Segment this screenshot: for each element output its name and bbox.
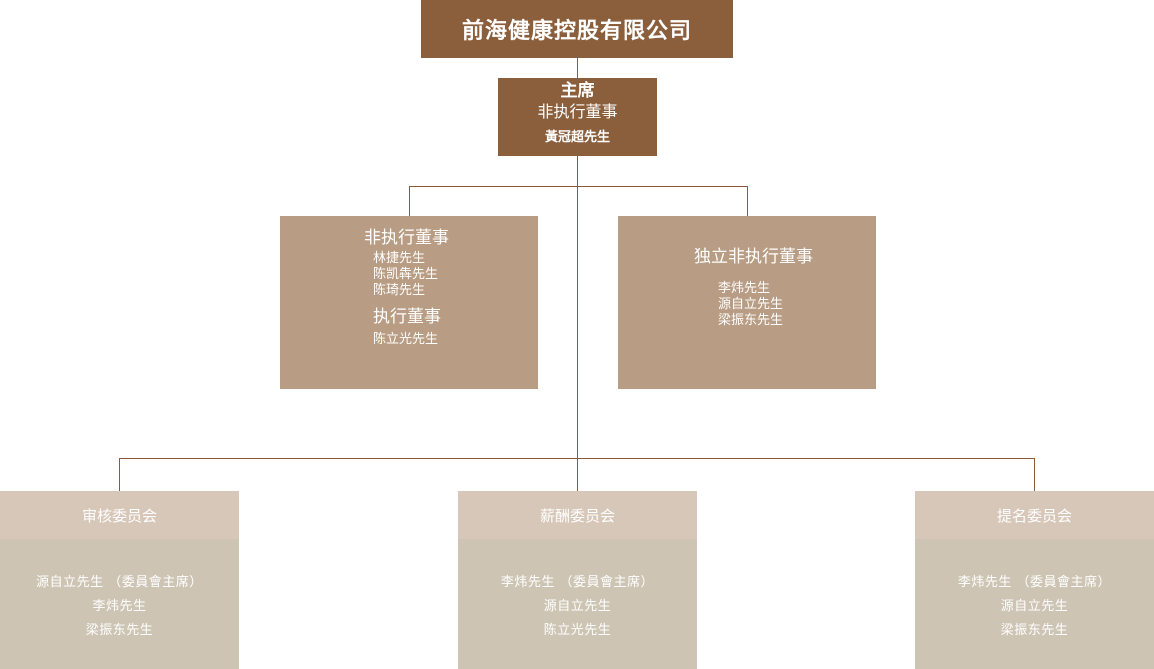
independent-members: 李炜先生 源自立先生 梁振东先生	[718, 281, 783, 329]
member-name: 梁振东先生	[1000, 623, 1069, 638]
member-name: 源自立先生	[543, 599, 612, 614]
member-name: 源自立先生	[718, 297, 784, 312]
member-name: 陈凯犇先生	[373, 267, 439, 282]
member-name: 陈琦先生	[373, 283, 426, 298]
connector-company-chair	[577, 58, 578, 78]
connector-committee-left	[119, 458, 120, 491]
committee-members: 源自立先生 （委員會主席） 李炜先生 梁振东先生	[0, 539, 239, 643]
connector-committee-right	[1034, 458, 1035, 491]
member-name: 李炜先生 （委員會主席）	[957, 575, 1112, 590]
member-name: 李炜先生 （委員會主席）	[500, 575, 655, 590]
independent-title: 独立非执行董事	[694, 247, 813, 267]
connector-committee-horizontal	[119, 458, 1035, 459]
member-name: 梁振东先生	[85, 623, 154, 638]
committee-members: 李炜先生 （委員會主席） 源自立先生 梁振东先生	[915, 539, 1154, 643]
chairman-role: 非执行董事	[537, 102, 618, 121]
executive-members: 陈立光先生	[373, 332, 438, 348]
connector-board-left	[409, 186, 410, 216]
chairman-name: 黃冠超先生	[544, 130, 610, 145]
chairman-box: 主席 非执行董事 黃冠超先生	[498, 78, 657, 156]
member-name: 林捷先生	[373, 251, 426, 266]
non-executive-members: 林捷先生 陈凯犇先生 陈琦先生	[373, 251, 438, 299]
non-executive-title: 非执行董事	[364, 228, 449, 248]
committee-title: 审核委员会	[0, 491, 239, 539]
connector-board-right	[747, 186, 748, 216]
connector-board-horizontal	[409, 186, 748, 187]
executive-title: 执行董事	[373, 307, 441, 327]
connector-trunk	[577, 156, 578, 491]
audit-committee-box: 审核委员会 源自立先生 （委員會主席） 李炜先生 梁振东先生	[0, 491, 239, 669]
committee-title: 薪酬委员会	[458, 491, 697, 539]
non-executive-directors-box: 非执行董事 林捷先生 陈凯犇先生 陈琦先生 执行董事 陈立光先生	[280, 216, 538, 389]
remuneration-committee-box: 薪酬委员会 李炜先生 （委員會主席） 源自立先生 陈立光先生	[458, 491, 697, 669]
company-box: 前海健康控股有限公司	[421, 0, 733, 58]
company-name: 前海健康控股有限公司	[461, 19, 692, 44]
member-name: 陈立光先生	[543, 623, 612, 638]
member-name: 陈立光先生	[373, 332, 439, 347]
member-name: 源自立先生	[1000, 599, 1069, 614]
member-name: 李炜先生	[718, 281, 771, 296]
member-name: 梁振东先生	[718, 313, 784, 328]
member-name: 李炜先生	[92, 599, 147, 614]
chairman-title: 主席	[560, 81, 595, 101]
independent-directors-box: 独立非执行董事 李炜先生 源自立先生 梁振东先生	[618, 216, 876, 389]
member-name: 源自立先生 （委員會主席）	[36, 575, 203, 590]
committee-title: 提名委员会	[915, 491, 1154, 539]
nomination-committee-box: 提名委员会 李炜先生 （委員會主席） 源自立先生 梁振东先生	[915, 491, 1154, 669]
committee-members: 李炜先生 （委員會主席） 源自立先生 陈立光先生	[458, 539, 697, 643]
